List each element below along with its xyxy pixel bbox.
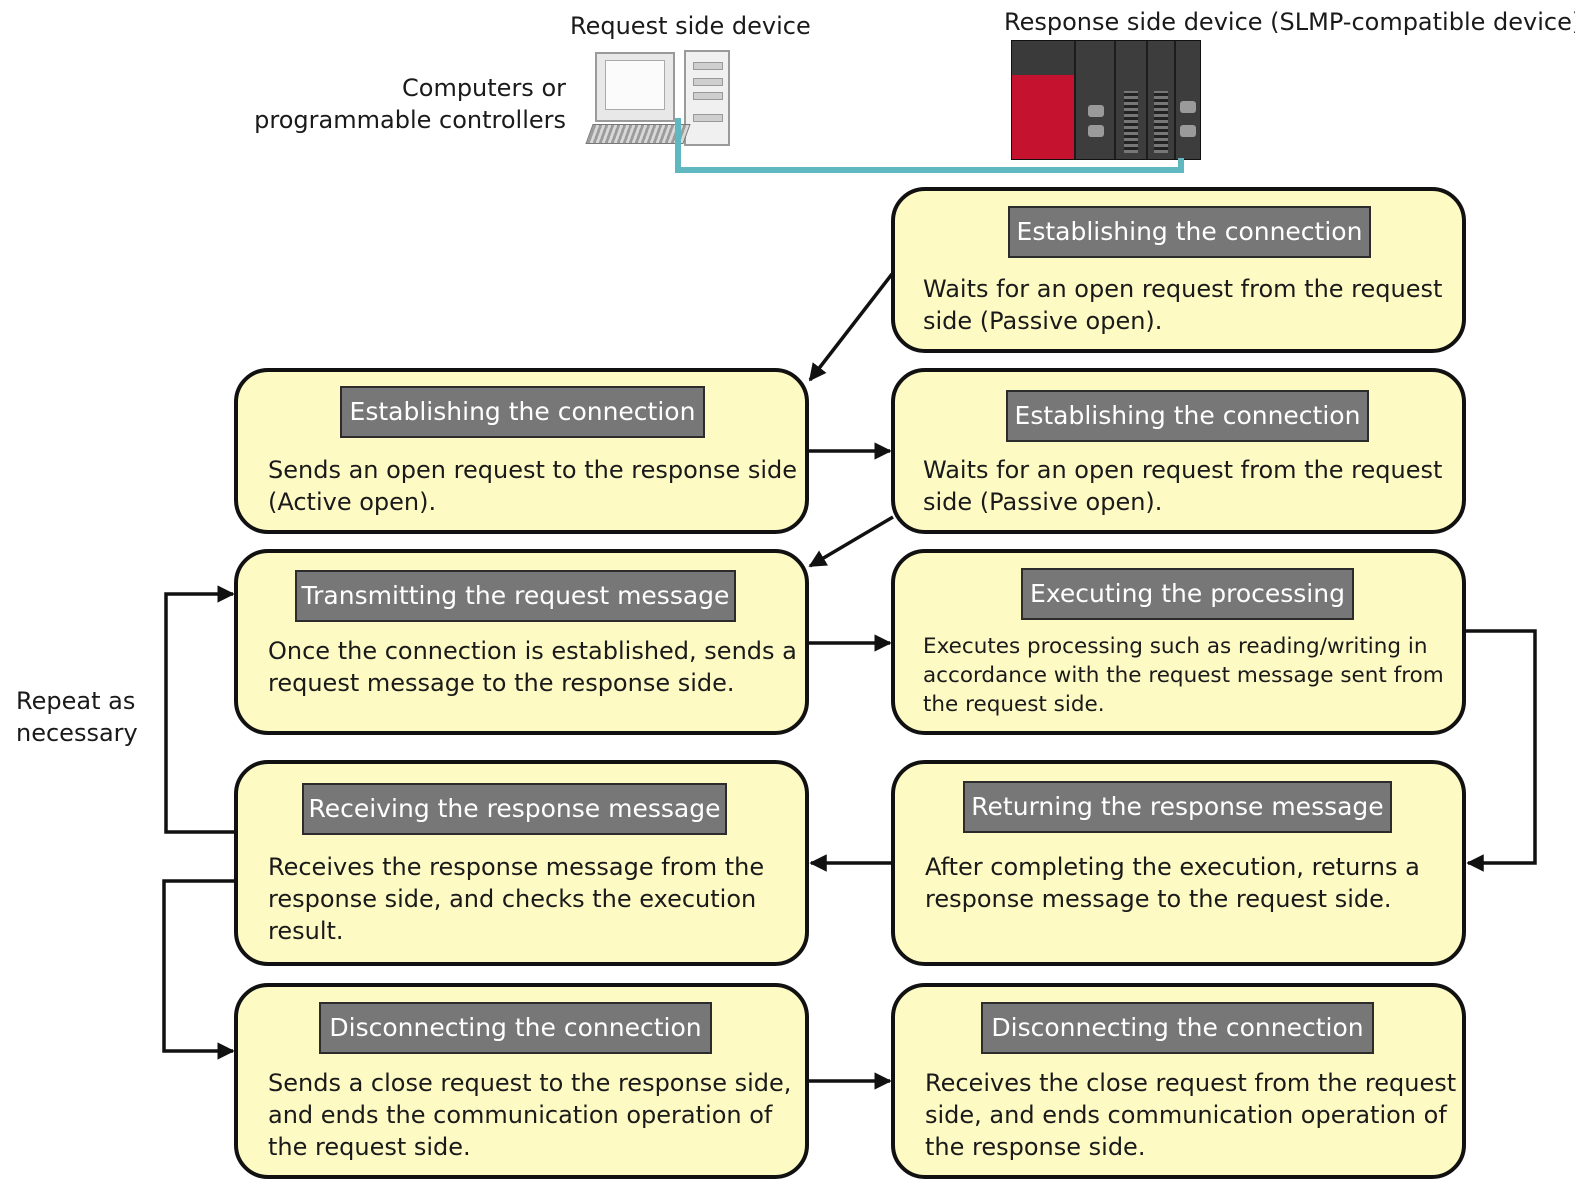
arrow-established-to-transmit xyxy=(808,515,894,568)
request-device-desc-line-1: Computers or xyxy=(402,74,566,102)
request-transmit-title: Transmitting the request message xyxy=(295,570,736,622)
response-disconnect-desc-line-2: side, and ends communication operation o… xyxy=(925,1101,1447,1129)
request-receive-title: Receiving the response message xyxy=(302,783,727,835)
request-disconnect-desc-line-3: the request side. xyxy=(268,1133,471,1161)
arrow-receive-to-disconnect xyxy=(162,879,236,1060)
request-receive-desc-line-2: response side, and checks the execution xyxy=(268,885,757,913)
request-receive-desc-line-3: result. xyxy=(268,917,344,945)
response-disconnect-desc-line-1: Receives the close request from the requ… xyxy=(925,1069,1457,1097)
arrow-passive-to-active xyxy=(808,272,894,382)
request-disconnect-desc-line-2: and ends the communication operation of xyxy=(268,1101,773,1129)
response-return-desc-line-1: After completing the execution, returns … xyxy=(925,853,1420,881)
response-establish-title-1: Establishing the connection xyxy=(1008,206,1371,258)
response-return-desc-line-2: response message to the request side. xyxy=(925,885,1392,913)
request-establish-desc-line-1: Sends an open request to the response si… xyxy=(268,456,798,484)
request-receive-box: Receiving the response message Receives … xyxy=(234,760,809,966)
response-device-label: Response side device (SLMP-compatible de… xyxy=(1004,8,1575,36)
request-transmit-desc-line-1: Once the connection is established, send… xyxy=(268,637,797,665)
response-disconnect-box: Disconnecting the connection Receives th… xyxy=(891,983,1466,1179)
response-establish-box-1: Establishing the connection Waits for an… xyxy=(891,187,1466,353)
response-return-box: Returning the response message After com… xyxy=(891,760,1466,966)
response-execute-desc-line-3: the request side. xyxy=(923,692,1105,717)
request-transmit-box: Transmitting the request message Once th… xyxy=(234,549,809,735)
response-return-title: Returning the response message xyxy=(963,781,1392,833)
request-device-label: Request side device xyxy=(570,12,811,40)
request-disconnect-desc-line-1: Sends a close request to the response si… xyxy=(268,1069,792,1097)
request-device-desc-line-2: programmable controllers xyxy=(254,106,566,134)
response-establish-title-2: Establishing the connection xyxy=(1006,390,1369,442)
response-disconnect-desc-line-3: the response side. xyxy=(925,1133,1146,1161)
response-disconnect-title: Disconnecting the connection xyxy=(981,1002,1374,1054)
request-disconnect-title: Disconnecting the connection xyxy=(319,1002,712,1054)
request-establish-title: Establishing the connection xyxy=(340,386,705,438)
request-receive-desc-line-1: Receives the response message from the xyxy=(268,853,765,881)
response-execute-title: Executing the processing xyxy=(1021,568,1354,620)
response-establish-desc-2-line-1: Waits for an open request from the reque… xyxy=(923,456,1443,484)
response-execute-box: Executing the processing Executes proces… xyxy=(891,549,1466,735)
request-disconnect-box: Disconnecting the connection Sends a clo… xyxy=(234,983,809,1179)
arrow-execute-to-return xyxy=(1466,629,1537,872)
request-transmit-desc-line-2: request message to the response side. xyxy=(268,669,735,697)
plc-icon xyxy=(1011,40,1201,160)
repeat-label-line-2: necessary xyxy=(16,719,138,747)
network-cable xyxy=(675,118,1184,173)
response-establish-box-2: Establishing the connection Waits for an… xyxy=(891,368,1466,534)
request-establish-box: Establishing the connection Sends an ope… xyxy=(234,368,809,534)
response-establish-desc-2-line-2: side (Passive open). xyxy=(923,488,1163,516)
response-establish-desc-1-line-1: Waits for an open request from the reque… xyxy=(923,275,1443,303)
response-establish-desc-1-line-2: side (Passive open). xyxy=(923,307,1163,335)
repeat-label-line-1: Repeat as xyxy=(16,687,136,715)
computer-icon xyxy=(585,48,739,148)
response-execute-desc-line-1: Executes processing such as reading/writ… xyxy=(923,634,1428,659)
request-establish-desc-line-2: (Active open). xyxy=(268,488,437,516)
response-execute-desc-line-2: accordance with the request message sent… xyxy=(923,663,1444,688)
arrow-repeat-loop xyxy=(164,585,236,834)
